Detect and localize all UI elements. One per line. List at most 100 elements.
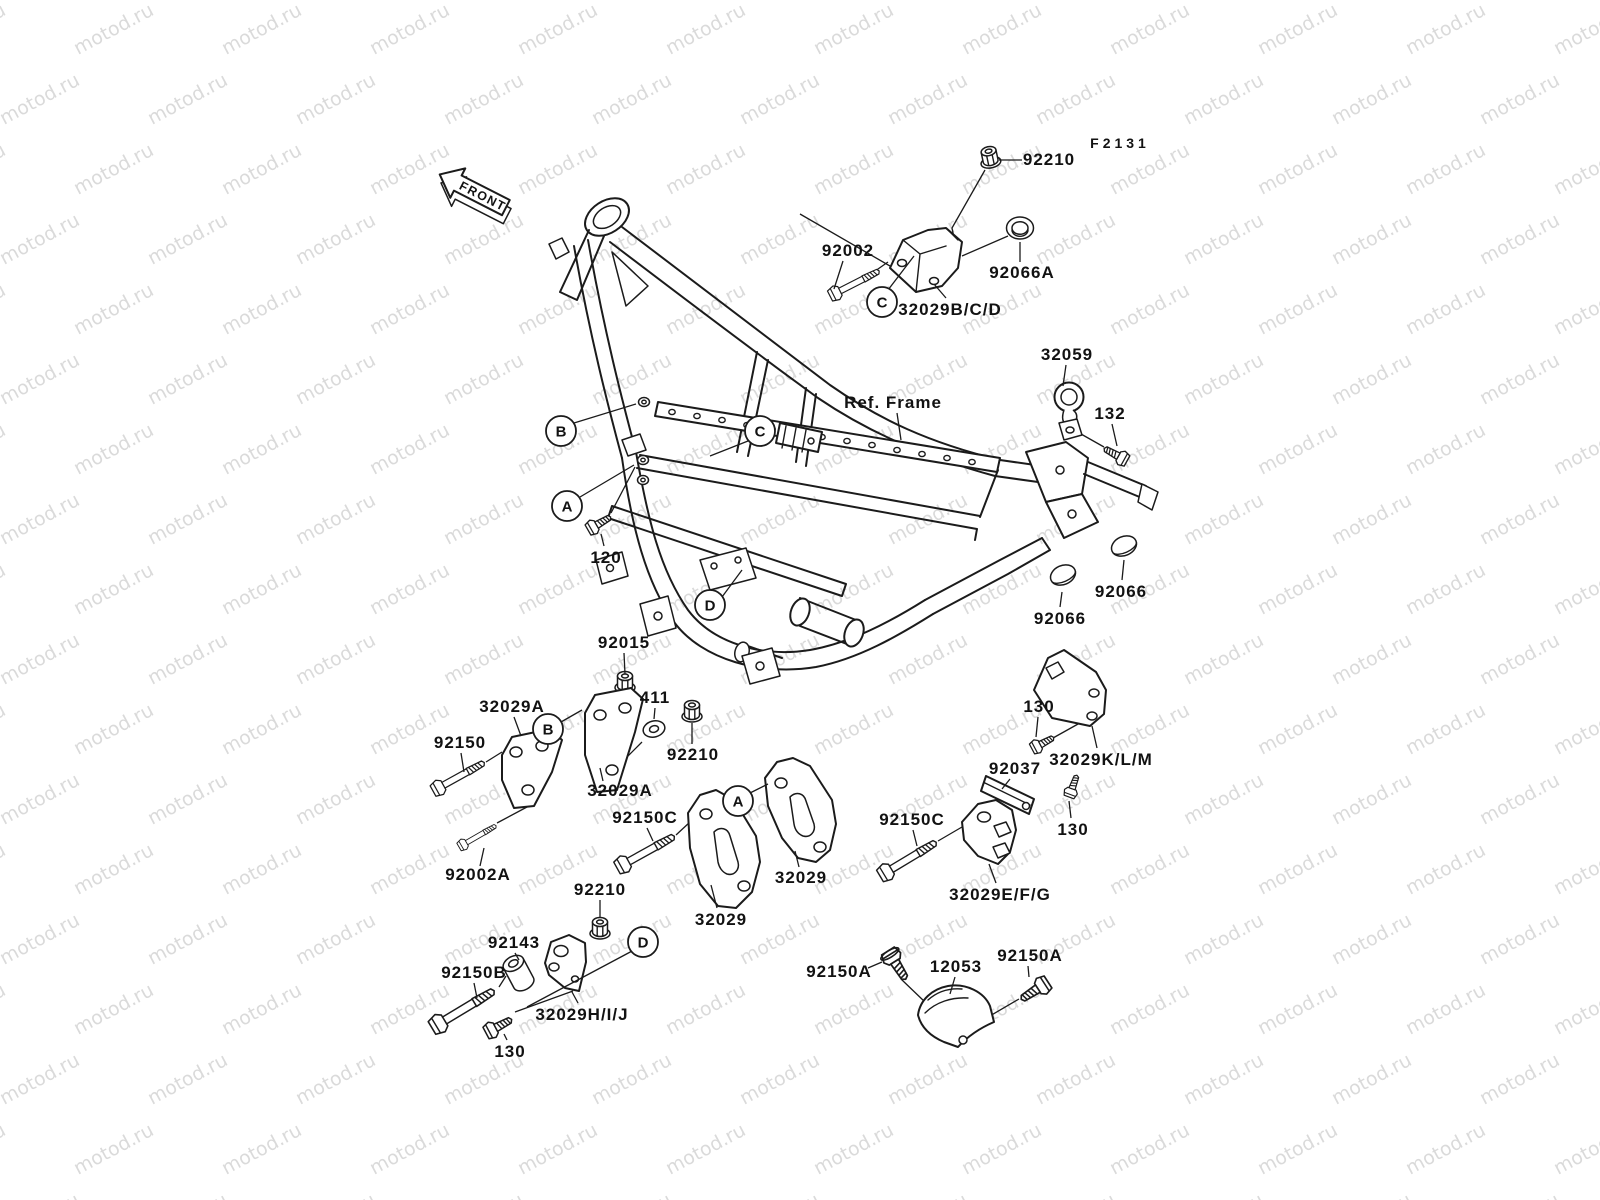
watermark-text: motod.ru (1180, 69, 1267, 129)
watermark-text: motod.ru (1180, 489, 1267, 549)
watermark-text: motod.ru (292, 209, 379, 269)
callout-leader-line (526, 949, 635, 1008)
watermark-text: motod.ru (70, 419, 157, 479)
watermark-text: motod.ru (440, 69, 527, 129)
watermark-text: motod.ru (810, 699, 897, 759)
watermark-text: motod.ru (440, 349, 527, 409)
watermark-text: motod.ru (514, 559, 601, 619)
watermark-text: motod.ru (810, 0, 897, 59)
front-direction-arrow: FRONT (438, 167, 512, 225)
watermark-text: motod.ru (958, 419, 1045, 479)
watermark-text: motod.ru (366, 279, 453, 339)
backbone-mount-plate (775, 422, 823, 453)
watermark-text: motod.ru (292, 1189, 379, 1200)
watermark-text: motod.ru (0, 909, 83, 969)
watermark-text: motod.ru (1476, 1049, 1563, 1109)
watermark-text: motod.ru (1328, 209, 1415, 269)
watermark-text: motod.ru (1476, 1189, 1563, 1200)
watermark-text: motod.ru (0, 349, 83, 409)
callout-b: B (532, 713, 564, 745)
watermark-text: motod.ru (884, 69, 971, 129)
watermark-text: motod.ru (1032, 1189, 1119, 1200)
collar-92143-symbol (502, 954, 535, 992)
watermark-text: motod.ru (440, 209, 527, 269)
watermark-text: motod.ru (70, 1119, 157, 1179)
watermark-text: motod.ru (1106, 839, 1193, 899)
watermark-text: motod.ru (588, 69, 675, 129)
bracket-32029efg (961, 799, 1017, 865)
watermark-text: motod.ru (144, 489, 231, 549)
part-label-32029b-c-d: 32029B/C/D (898, 300, 1002, 319)
watermark-text: motod.ru (1550, 839, 1600, 899)
watermark-text: motod.ru (292, 69, 379, 129)
watermark-text: motod.ru (514, 0, 601, 59)
watermark-text: motod.ru (0, 489, 83, 549)
leader-line (1035, 716, 1039, 738)
callout-c: C (744, 415, 776, 447)
watermark-text: motod.ru (144, 349, 231, 409)
watermark-text: motod.ru (514, 1119, 601, 1179)
watermark-text: motod.ru (1328, 69, 1415, 129)
part-label-92150c: 92150C (612, 808, 678, 827)
nut-92210-bottom-symbol (589, 916, 611, 940)
part-label-92210: 92210 (1023, 150, 1075, 169)
bolt-130-bottom-symbol (481, 1011, 517, 1042)
part-label-92066a: 92066A (989, 263, 1055, 282)
watermark-text: motod.ru (366, 419, 453, 479)
watermark-text: motod.ru (884, 629, 971, 689)
watermark-text: motod.ru (70, 0, 157, 59)
leader-line (867, 961, 883, 969)
watermark-text: motod.ru (1106, 0, 1193, 59)
watermark-text: motod.ru (70, 699, 157, 759)
watermark-text: motod.ru (1550, 699, 1600, 759)
watermark-text: motod.ru (292, 629, 379, 689)
watermark-text: motod.ru (1402, 279, 1489, 339)
leader-line (653, 707, 656, 720)
callout-leader-line (721, 569, 743, 598)
callout-c: C (866, 286, 898, 318)
watermark-text: motod.ru (366, 1119, 453, 1179)
part-label-12053: 12053 (930, 957, 982, 976)
watermark-text: motod.ru (1476, 909, 1563, 969)
part-label-92150b: 92150B (441, 963, 507, 982)
watermark-text: motod.ru (1550, 139, 1600, 199)
watermark-text: motod.ru (1254, 839, 1341, 899)
watermark-text: motod.ru (292, 769, 379, 829)
watermark-text: motod.ru (292, 349, 379, 409)
watermark-text: motod.ru (1328, 489, 1415, 549)
loose-parts-art (426, 143, 1141, 1048)
part-label-92210: 92210 (574, 880, 626, 899)
watermark-text: motod.ru (736, 69, 823, 129)
rear-bracket-plates (1025, 441, 1159, 539)
watermark-text: motod.ru (958, 139, 1045, 199)
watermark-text: motod.ru (1106, 419, 1193, 479)
callout-b: B (545, 415, 577, 447)
watermark-text: motod.ru (292, 489, 379, 549)
watermark-text: motod.ru (1254, 419, 1341, 479)
leader-line (988, 863, 997, 884)
front-arrow-shape (438, 167, 511, 217)
watermark-text: motod.ru (218, 699, 305, 759)
leader-line (513, 716, 522, 737)
watermark-text: motod.ru (440, 629, 527, 689)
watermark-text: motod.ru (1476, 629, 1563, 689)
leader-line (1027, 965, 1030, 978)
part-label-32029: 32029 (775, 868, 827, 887)
nut-92210-mid-symbol (681, 699, 703, 723)
watermark-text: motod.ru (0, 209, 83, 269)
watermark-text: motod.ru (1402, 139, 1489, 199)
watermark-text: motod.ru (70, 139, 157, 199)
watermark-text: motod.ru (292, 909, 379, 969)
part-label-92037: 92037 (989, 759, 1041, 778)
watermark-text: motod.ru (1254, 979, 1341, 1039)
watermark-text: motod.ru (144, 769, 231, 829)
part-label-92015: 92015 (598, 633, 650, 652)
callout-letter-text: D (705, 598, 716, 615)
callout-leader-line (560, 709, 583, 723)
watermark-text: motod.ru (1402, 979, 1489, 1039)
callout-letter-text: B (556, 424, 567, 441)
watermark-text: motod.ru (958, 0, 1045, 59)
